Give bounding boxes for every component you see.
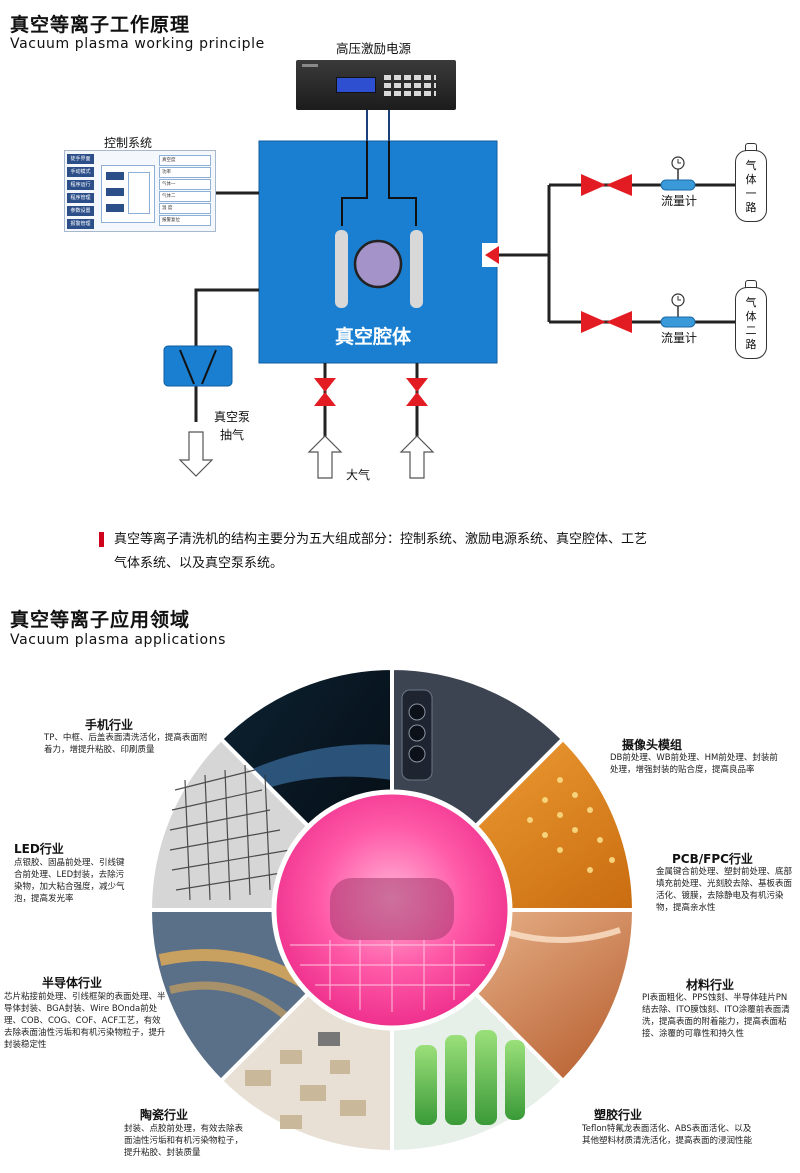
principle-diagram: [163, 110, 738, 479]
gas2-valve: [581, 311, 632, 333]
control-row-2: 功率: [159, 167, 211, 178]
intro-line-1: 真空等离子清洗机的结构主要分为五大组成部分：控制系统、激励电源系统、真空腔体、工…: [114, 532, 648, 547]
sector-ceramic-title: 陶瓷行业: [140, 1108, 189, 1122]
control-btn-6: 报警管理: [67, 219, 94, 229]
plasma-sample: [330, 878, 454, 940]
control-row-1: 真空度: [159, 155, 211, 166]
air-arrow-right: [399, 435, 435, 479]
sector-led-desc: 点银胶、固晶前处理、引线键合前处理、LED封装，去除污染物，加大粘合强度，减少气…: [14, 858, 125, 904]
flowmeter-2: [660, 293, 696, 328]
gas2-char-1: 气: [745, 296, 757, 309]
sector-material-desc: PI表面粗化、PPS蚀刻、半导体硅片PN结去除、ITO膜蚀刻、ITO涂覆前表面清…: [642, 993, 790, 1039]
gas1-valve: [581, 174, 632, 196]
gas1-bottle-cap: [745, 143, 757, 152]
pump-label: 真空泵: [214, 410, 251, 424]
electrode-left: [335, 230, 348, 308]
sector-material-title: 材料行业: [686, 978, 735, 992]
principle-title: 真空等离子工作原理: [10, 14, 191, 36]
power-display: [336, 77, 376, 93]
gas2-bottle: 气 体 二 路: [735, 287, 767, 359]
gas1-char-1: 气: [745, 159, 757, 172]
sector-pcb-desc: 金属键合前处理、塑封前处理、底部填充前处理、光刻胶去除、基板表面活化、镀膜，去除…: [656, 867, 793, 913]
electrode-right: [410, 230, 423, 308]
vent-valve-right: [406, 378, 428, 406]
principle-subtitle: Vacuum plasma working principle: [10, 36, 265, 52]
control-btn-3: 程序运行: [67, 180, 94, 190]
control-row-6: 报警复位: [159, 215, 211, 226]
control-btn-4: 程序管理: [67, 193, 94, 203]
sector-plastic-title: 塑胶行业: [594, 1108, 643, 1122]
sector-phone-desc: TP、中框、后盖表面清洗活化，提高表面附着力，增提升粘胶、印刷质量: [44, 733, 208, 755]
gas2-char-4: 路: [745, 338, 757, 351]
air-arrow-left: [307, 435, 343, 479]
chamber-label: 真空腔体: [335, 326, 412, 348]
sample-disc: [353, 239, 403, 289]
vent-valve-left: [314, 378, 336, 406]
flowmeter-1-label: 流量计: [661, 194, 698, 208]
control-row-5: 温 度: [159, 203, 211, 214]
sector-semiconductor-title: 半导体行业: [42, 976, 103, 990]
power-supply-unit: [296, 60, 456, 110]
vacuum-pump: [163, 345, 233, 387]
gas1-char-4: 路: [745, 201, 757, 214]
gas2-bottle-cap: [745, 280, 757, 289]
flowmeter-1: [660, 156, 696, 191]
flowmeter-2-label: 流量计: [661, 331, 698, 345]
atmosphere-label: 大气: [346, 468, 371, 482]
sector-led-title: LED行业: [14, 842, 64, 856]
gas1-char-3: 一: [745, 187, 757, 200]
exhaust-arrow: [178, 431, 214, 477]
sector-pcb-title: PCB/FPC行业: [672, 852, 753, 866]
sector-plastic-desc: Teflon特氟龙表面活化、ABS表面活化、以及其他塑料材质清洗活化，提高表面的…: [582, 1124, 753, 1146]
sector-camera-title: 摄像头模组: [622, 738, 683, 752]
control-btn-2: 手动模式: [67, 167, 94, 177]
intro-marker: [99, 532, 104, 547]
control-row-4: 气体二: [159, 191, 211, 202]
control-btn-1: 徒手界面: [67, 154, 94, 164]
intro-line-2: 气体系统、以及真空泵系统。: [114, 556, 284, 571]
sector-camera-desc: DB前处理、WB前处理、HM前处理、封装前处理，增强封装的贴合度，提高良品率: [610, 753, 778, 775]
sector-semiconductor-desc: 芯片粘接前处理、引线框架的表面处理、半导体封装、BGA封装、Wire BOnda…: [4, 992, 166, 1050]
gas1-char-2: 体: [745, 173, 757, 186]
applications-subtitle: Vacuum plasma applications: [10, 632, 227, 648]
control-row-3: 气体一: [159, 179, 211, 190]
control-btn-5: 参数设置: [67, 206, 94, 216]
gas2-char-3: 二: [745, 324, 757, 337]
gas1-bottle: 气 体 一 路: [735, 150, 767, 222]
power-label: 高压激励电源: [336, 41, 412, 56]
control-label: 控制系统: [104, 136, 153, 150]
sector-ceramic-desc: 封装、点胶前处理，有效去除表面油性污垢和有机污染物粒子，提升粘胶、封装质量: [124, 1124, 244, 1158]
control-panel: 徒手界面 手动模式 程序运行 程序管理 参数设置 报警管理 真空度 功率 气体一…: [64, 150, 216, 232]
pump-exhaust-label: 抽气: [220, 428, 245, 442]
sector-phone-title: 手机行业: [85, 718, 134, 732]
gas2-char-2: 体: [745, 310, 757, 323]
applications-title: 真空等离子应用领域: [10, 609, 191, 631]
